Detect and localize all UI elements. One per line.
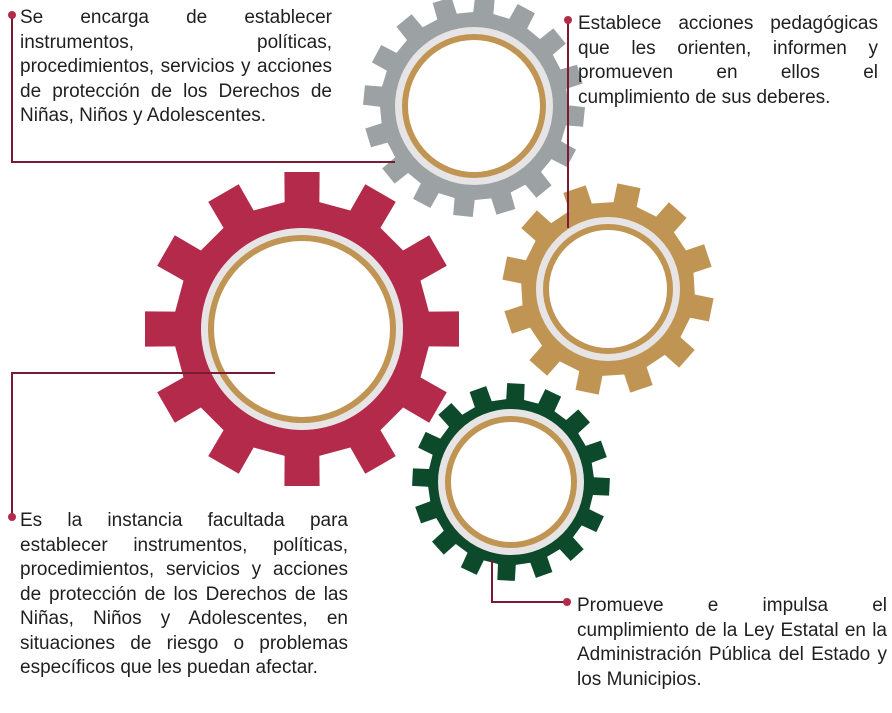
green-gear-description: Promueve e impulsa el cumplimiento de la… [577,595,887,690]
green-connector-bullet [563,598,571,606]
red-gear-description: Es la instancia facultada para establece… [20,510,348,678]
gray-gear-center [408,40,540,172]
gear-layer [144,0,714,581]
green-gear-center [451,422,571,542]
gold-gear [502,183,714,395]
green-connector [491,560,571,606]
gold-connector [564,16,572,228]
gray-connector-line [11,15,395,163]
connector-layer [8,11,572,606]
red-connector-bullet [8,513,16,521]
gray-gear [363,0,585,217]
gray-connector-bullet [8,11,16,19]
gold-gear-center [549,230,667,348]
red-connector-line [11,372,275,517]
gray-connector [8,11,395,163]
red-gear-center [214,241,390,417]
gold-connector-bullet [564,16,572,24]
green-gear [412,383,610,581]
gold-gear-description: Establece acciones pedagógicas que les o… [578,13,878,108]
green-connector-line [491,560,567,603]
red-connector [8,372,275,521]
red-gear [144,171,460,487]
gray-gear-description: Se encarga de establecer instrumentos, p… [20,7,332,126]
